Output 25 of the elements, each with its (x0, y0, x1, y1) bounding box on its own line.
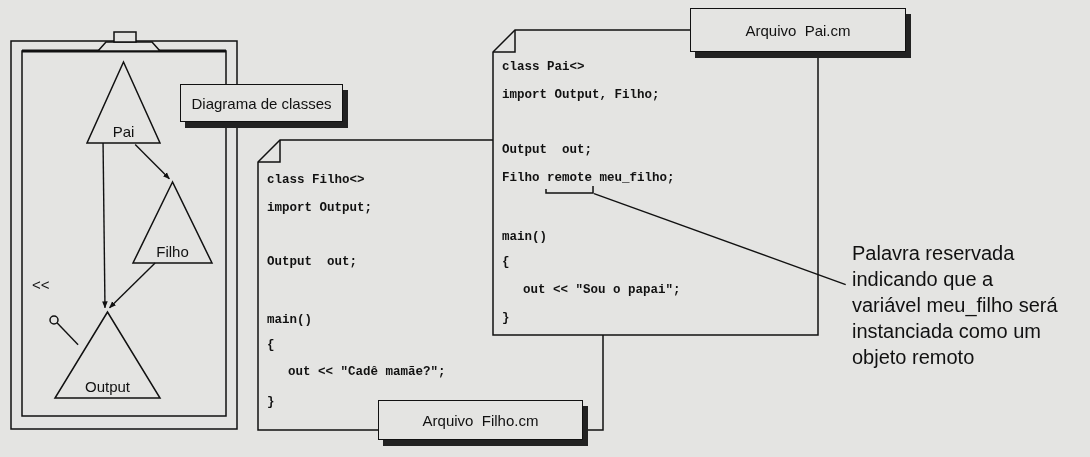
class-name: Pai (111, 123, 136, 140)
code-line: class Filho<> (267, 172, 365, 188)
code-line: main() (267, 312, 312, 328)
code-line: out << "Cadê mamãe?"; (288, 364, 446, 380)
code-line: { (267, 337, 275, 353)
class-name: Filho (155, 243, 190, 260)
code-line: { (502, 254, 510, 270)
code-line: Filho remote meu_filho; (502, 170, 675, 186)
code-line: import Output, Filho; (502, 87, 660, 103)
class-name: Output (84, 378, 131, 395)
connector-line (56, 322, 79, 346)
leader-line (593, 192, 847, 286)
code-line: Output out; (502, 142, 592, 158)
operator-label: << (32, 276, 50, 293)
arrow (102, 142, 108, 309)
code-line: import Output; (267, 200, 373, 216)
code-line: } (502, 310, 510, 326)
annotation-text: Palavra reservada indicando que a variável meu_filho será instanciada como um objeto remoto (852, 241, 1059, 370)
code-line: out << "Sou o papai"; (523, 282, 681, 298)
code-line: class Pai<> (502, 59, 585, 75)
arrow (134, 143, 171, 180)
code-line: main() (502, 229, 547, 245)
code-line: Output out; (267, 254, 357, 270)
arrow (108, 262, 156, 309)
code-line: } (267, 394, 275, 410)
